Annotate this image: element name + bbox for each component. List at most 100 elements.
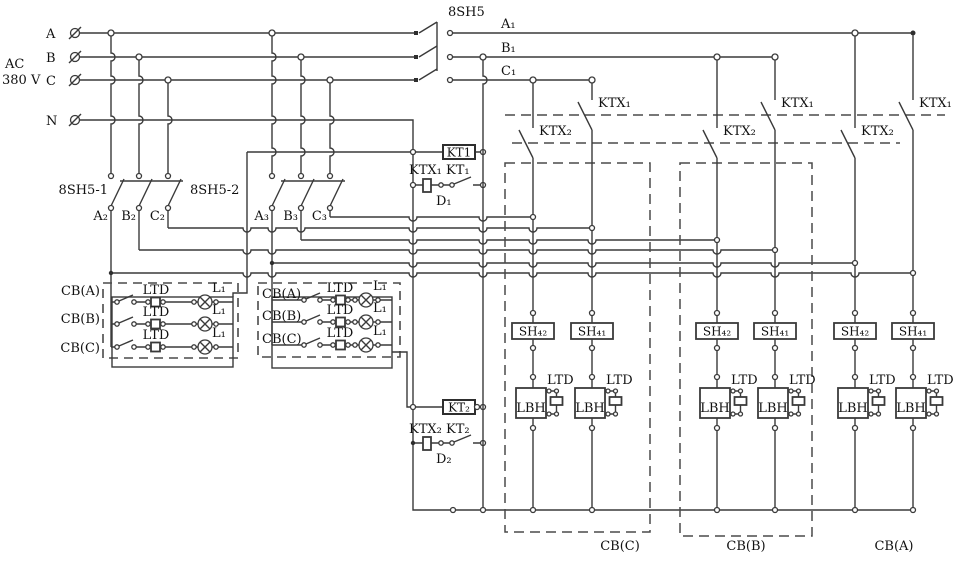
group-cba-label: CB(A) <box>874 539 913 554</box>
ltd-label: LTD <box>731 373 758 388</box>
branch-right <box>898 35 914 510</box>
out-c3-label: C₃ <box>312 209 327 224</box>
ltd-fuse-label: LTD <box>327 281 354 296</box>
ltd-fuse-label: LTD <box>327 303 354 318</box>
sh-label: SH₄₁ <box>578 325 606 339</box>
wire-a2 <box>111 272 913 278</box>
ltd-fuse-label: LTD <box>327 326 354 341</box>
out-c2-label: C₂ <box>150 209 165 224</box>
tap-c3 <box>329 83 335 173</box>
g2-ktx2-label: KTX₂ <box>723 124 756 139</box>
rail-b1-label: B₁ <box>501 41 516 56</box>
ltd-label: LTD <box>606 373 633 388</box>
sh-label: SH₄₂ <box>841 325 869 339</box>
wire-c3 <box>330 216 533 222</box>
lamp-label: L₁ <box>373 324 387 339</box>
cb-row-label: CB(C) <box>60 341 100 356</box>
ltd-fuse-label: LTD <box>143 283 170 298</box>
lamp-label: L₁ <box>212 326 226 341</box>
tap-b2 <box>138 60 144 173</box>
main-switch-label: 8SH5 <box>448 5 485 20</box>
lamp-box-right <box>257 282 411 408</box>
terminal-slash <box>68 26 82 40</box>
ktx1-coil-label: KTX₁ <box>409 163 442 178</box>
lbh-label: LBH <box>838 401 868 416</box>
lbh-label: LBH <box>896 401 926 416</box>
lamp-row <box>272 337 392 353</box>
lamp-row <box>111 316 233 332</box>
return-wire <box>392 351 411 408</box>
sub-switch-8sh5-1 <box>107 172 183 212</box>
ltd-fuse-label: LTD <box>143 328 170 343</box>
lamp-box-left <box>102 282 239 368</box>
group-enclosures <box>504 162 813 537</box>
g2-ktx1-label: KTX₁ <box>781 96 814 111</box>
out-a3-label: A₃ <box>253 209 269 224</box>
ltd-fuse-label: LTD <box>143 305 170 320</box>
kt2-contact-label: KT₂ <box>446 422 470 437</box>
lbh-label: LBH <box>700 401 730 416</box>
branch-right <box>760 59 776 510</box>
tap-b3 <box>300 60 306 173</box>
wire-a3 <box>272 262 855 268</box>
source-ac-label: AC <box>4 57 24 72</box>
terminal-slash <box>68 50 82 64</box>
g3-ktx2-label: KTX₂ <box>861 124 894 139</box>
lbh-label: LBH <box>575 401 605 416</box>
wire-c2 <box>168 227 592 233</box>
rail-a1-label: A₁ <box>500 17 516 32</box>
branch-left <box>840 35 856 510</box>
n-link-wire <box>232 151 413 297</box>
main-switch-8sh5 <box>414 21 454 84</box>
rail-c1-label: C₁ <box>501 64 516 79</box>
kt2-coil-label: KT₂ <box>448 401 470 415</box>
d1-label: D₁ <box>436 194 452 209</box>
wire-b3 <box>301 239 717 245</box>
wire-bundle <box>108 216 913 278</box>
group-cba <box>833 35 944 510</box>
labels: AC 380 V A B C N 8SH5 A₁ B₁ C₁ 8SH5-1 8S… <box>2 5 954 554</box>
lamp-row <box>111 339 233 355</box>
out-a2-label: A₂ <box>92 209 108 224</box>
switch-blades <box>271 178 344 207</box>
out-b2-label: B₂ <box>121 209 136 224</box>
rail-n-and-bus <box>80 119 915 511</box>
lbh-label: LBH <box>758 401 788 416</box>
d2-label: D₂ <box>436 452 452 467</box>
kt1-contact-label: KT₁ <box>446 163 470 178</box>
lamp-label: L₁ <box>212 303 226 318</box>
lamp-icon <box>360 339 372 351</box>
g1-ktx2-label: KTX₂ <box>539 124 572 139</box>
terminal-slash <box>68 113 82 127</box>
group-cbc-label: CB(C) <box>600 539 640 554</box>
sh-label: SH₄₂ <box>703 325 731 339</box>
branch-right <box>577 82 593 510</box>
timer-circuit-1 <box>232 144 487 297</box>
lamp-label: L₁ <box>212 281 226 296</box>
source-terminals <box>68 26 82 127</box>
group-cbb-label: CB(B) <box>726 539 765 554</box>
cb-row-label: CB(B) <box>61 312 100 327</box>
kt1-coil-label: KT1 <box>447 146 472 160</box>
lamp-icon <box>360 316 372 328</box>
tap-c2 <box>167 83 173 173</box>
tap-wires <box>110 36 335 347</box>
tap-a3 <box>271 36 277 173</box>
switch-blades <box>110 178 182 207</box>
ltd-label: LTD <box>869 373 896 388</box>
neutral-label: N <box>46 114 57 129</box>
tap-a2 <box>110 36 116 173</box>
terminal-slash <box>68 73 82 87</box>
sub-switch-8sh5-2 <box>268 172 345 212</box>
cb-row-label: CB(B) <box>262 309 301 324</box>
branch-left <box>518 82 534 510</box>
phase-b-label: B <box>46 51 56 66</box>
lamp-icon <box>199 318 211 330</box>
junction-nodes <box>107 29 940 514</box>
ktx2-coil-label: KTX₂ <box>409 422 442 437</box>
lamp-row <box>111 294 233 310</box>
cb-row-label: CB(A) <box>61 284 100 299</box>
lbh-label: LBH <box>516 401 546 416</box>
